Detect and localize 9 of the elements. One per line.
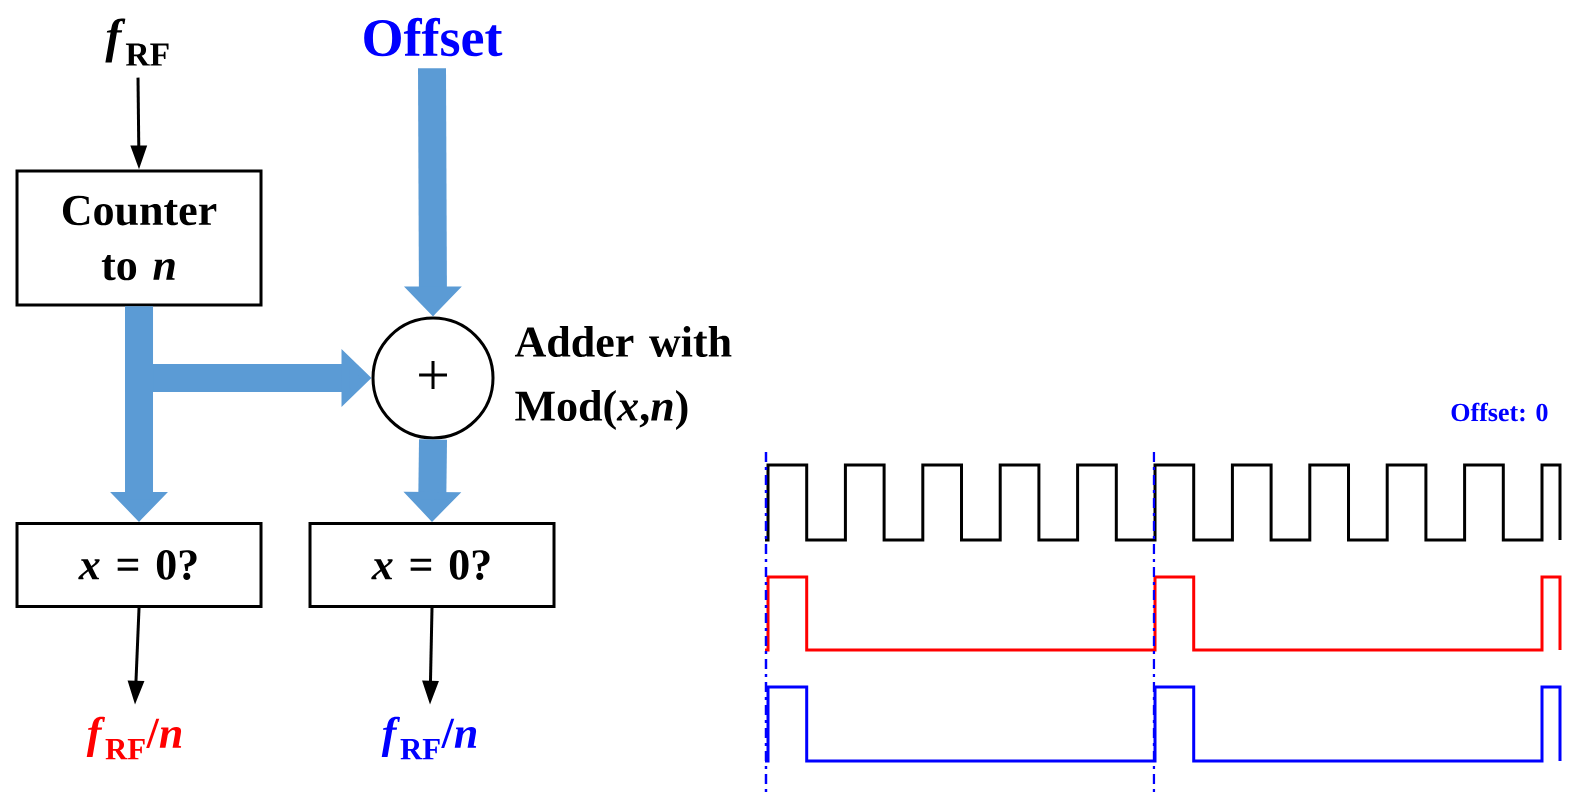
node-caption: Adder with Mod(x,n) [514,326,732,430]
chart-label: Offset: 0 [1451,402,1548,422]
output-label: f$_{RF}$/n [381,716,477,760]
input-label: f$_{RF}$ [105,18,169,66]
comparator-box: x = 0? [15,522,263,608]
process-box: Counter to n [15,169,263,307]
output-label: f$_{RF}$/n [86,716,182,760]
comparator-box: x = 0? [308,522,556,608]
input-label: Offset [364,17,503,57]
